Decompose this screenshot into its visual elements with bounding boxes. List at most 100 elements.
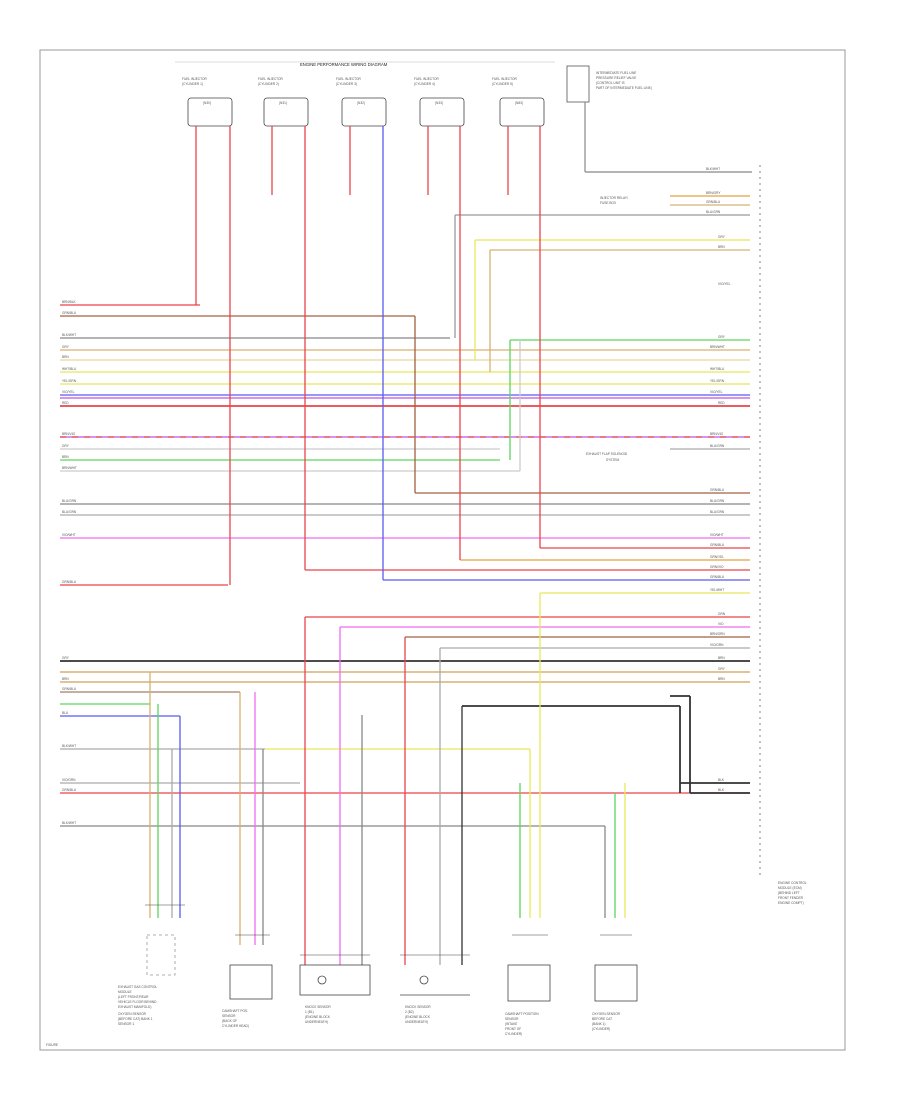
right-label: BRN [718,245,725,249]
right-label: GRY [718,667,726,671]
note-line-1: INTERMEDIATE FUEL LINE [596,71,636,75]
left-label: BRN/BLK [62,300,77,304]
left-label: BLU [62,711,69,715]
injector-5-name: FUEL INJECTOR [492,77,517,81]
comp5-line-1: CAMSHAFT POSITION [505,1012,539,1016]
injector-2-id: (N31) [279,101,287,105]
ecm-label-2: MODULE (ECM) [778,886,802,890]
camshaft-pos-sensor: CAMSHAFT POS. SENSOR (BACK OF CYLINDER H… [222,964,273,1028]
comp6-line-3: (BANK 1) [592,1022,605,1026]
left-label: RED [62,401,69,405]
knock-sensor-1-symbol [317,975,327,985]
right-label: GRY [718,335,726,339]
comp6-line-2: BEFORE CAT [592,1017,612,1021]
injector-3-id: (N32) [357,101,365,105]
injector-2-name: FUEL INJECTOR [258,77,283,81]
right-label: GRN/BLU [710,575,725,579]
right-label: GRN/BLU [706,200,721,204]
left-label: GRY [62,444,70,448]
comp2-line-3: (BACK OF [222,1019,237,1023]
comp1-line-5: EXHAUST MANIFOLD) [118,1005,151,1009]
right-label: BRN [718,656,725,660]
injector-relay-note: INJECTOR RELAY/ FUSE BOX [600,196,628,205]
injector-3-name: FUEL INJECTOR [336,77,361,81]
injector-1-id: (N30) [203,101,211,105]
injector-2-sub: (CYLINDER 2) [258,82,279,86]
pressure-valve-box [566,65,590,103]
injector-3: FUEL INJECTOR (CYLINDER 3) (N32) [336,77,387,127]
left-label: BLU/GRN [62,510,77,514]
pressure-valve-note: INTERMEDIATE FUEL LINE PRESSURE RELIEF V… [566,65,752,173]
injector-4-body [419,97,465,127]
injector-5-body [499,97,545,127]
left-label: BLK/WHT [62,821,76,825]
left-label: GRN/BLU [62,311,77,315]
injector-3-body [341,97,387,127]
right-label: GRN/BLU [710,543,725,547]
ecm-label-3: (BEHIND LEFT [778,891,800,895]
left-label: GRN/BLU [62,788,77,792]
figure-label: FIGURE [46,1043,58,1047]
comp4-line-4: UNDERNEATH) [405,1020,428,1024]
comp3-line-2: 1 (B1) [305,1010,314,1014]
ecm-label-4: FRONT FENDER [778,896,804,900]
left-label: VIO/YEL [62,390,75,394]
diagram-frame [39,49,846,1051]
right-label: GRY [718,235,726,239]
right-label: BRN/VIO [710,432,724,436]
bottom-components: EXHAUST GAS CONTROL MODULE (LEFT FRONT/R… [118,934,638,1036]
right-label: BLK [718,778,725,782]
left-label: VIO/WHT [62,533,76,537]
right-label: WHT/BLU [710,367,725,371]
right-label: GRN [718,612,726,616]
injector-2-body [263,97,309,127]
camshaft-pos-sensor-box [229,964,273,1000]
right-label: GRN/BLU [710,488,725,492]
comp1-extra-1: OXYGEN SENSOR [118,1012,147,1016]
right-label: BLU/GRN [706,210,721,214]
right-label: BLU/GRN [710,510,725,514]
comp1-extra-2: (BEFORE CAT) BANK 1 [118,1017,153,1021]
right-label: BRN/GRN [710,632,725,636]
right-label: YEL/GRN [710,379,725,383]
comp5-line-5: CYLINDER) [505,1032,522,1036]
comp3-line-3: (ENGINE BLOCK [305,1015,331,1019]
camshaft-intake-box [507,964,551,1002]
right-wire-labels: BLK/WHT BRN/GRY GRN/BLU BLU/GRN GRY BRN … [706,167,731,792]
comp5-line-4: FRONT OF [505,1027,521,1031]
left-label: BLK/WHT [62,333,76,337]
right-label: VIO/GRN [710,643,724,647]
exhaust-gas-module: EXHAUST GAS CONTROL MODULE (LEFT FRONT/R… [118,934,176,1026]
left-label: BLU/GRN [62,499,77,503]
comp1-extra-3: SENSOR 1 [118,1022,134,1026]
relay-note-2: FUSE BOX [600,201,617,205]
note-line-3: (CONTROL UNIT IS [596,81,625,85]
comp2-line-2: SENSOR [222,1014,236,1018]
comp3-line-4: UNDERNEATH) [305,1020,328,1024]
left-label: BRN/VIO [62,432,76,436]
comp4-line-2: 2 (B2) [405,1010,414,1014]
left-label: BRN/WHT [62,466,77,470]
left-label: GRY [62,656,70,660]
injector-4-name: FUEL INJECTOR [414,77,439,81]
camshaft-position-sensor-intake: CAMSHAFT POSITION SENSOR (INTAKE FRONT O… [505,964,551,1036]
right-label: BRN/GRY [706,191,721,195]
left-label: VIO/GRN [62,778,76,782]
comp1-line-2: MODULE [118,990,132,994]
note-line-4: PART OF INTERMEDIATE FUEL LINE) [596,86,652,90]
comp1-line-3: (LEFT FRONT/REAR [118,995,149,999]
injector-2: FUEL INJECTOR (CYLINDER 2) (N31) [258,77,309,127]
comp5-line-3: (INTAKE [505,1022,517,1026]
injector-1: FUEL INJECTOR (CYLINDER 1) (N30) [182,77,233,127]
harness-title: ENGINE PERFORMANCE WIRING DIAGRAM [300,62,388,67]
comp2-line-4: CYLINDER HEAD) [222,1024,249,1028]
right-label: RED [718,401,725,405]
right-label: BLU/GRN [710,444,725,448]
oxygen-sensor-box [594,964,638,1002]
left-label: WHT/BLU [62,367,77,371]
right-label: GRN/VIO [710,565,724,569]
right-label: BLK [718,788,725,792]
note-line-2: PRESSURE RELIEF VALVE [596,76,636,80]
comp4-line-3: (ENGINE BLOCK [405,1015,431,1019]
